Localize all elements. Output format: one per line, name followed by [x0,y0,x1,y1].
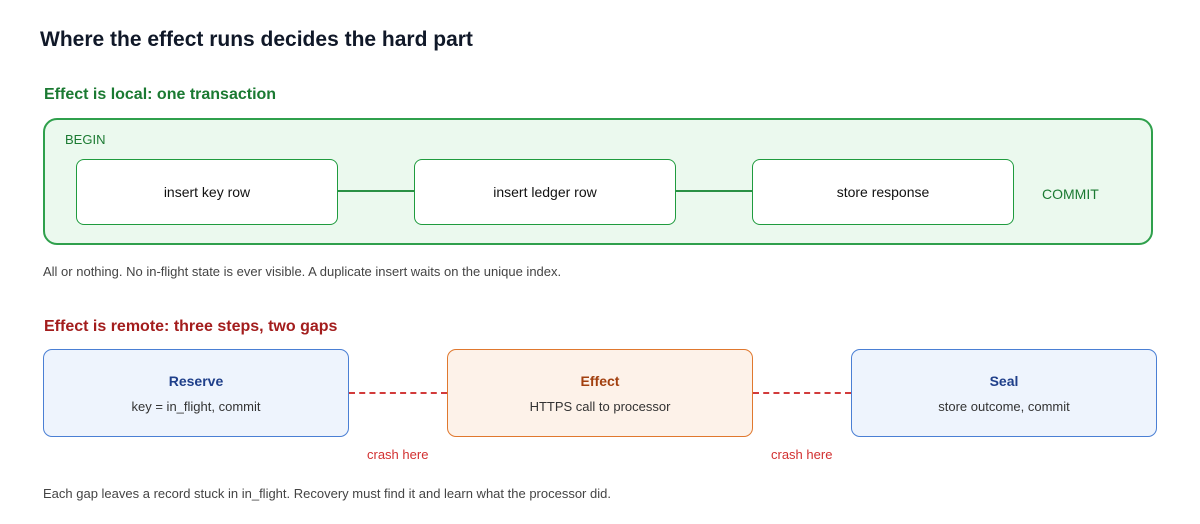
reserve-box: Reserve key = in_flight, commit [43,349,349,437]
seal-detail: store outcome, commit [938,398,1070,414]
seal-box: Seal store outcome, commit [851,349,1157,437]
page-title: Where the effect runs decides the hard p… [40,28,473,51]
remote-section-heading: Effect is remote: three steps, two gaps [44,318,338,335]
effect-title: Effect [580,372,620,389]
seal-title: Seal [989,372,1019,389]
remote-note: Each gap leaves a record stuck in in_fli… [43,486,611,501]
effect-detail: HTTPS call to processor [529,398,671,414]
connector-1 [338,190,414,192]
crash-label-2: crash here [771,447,833,462]
crash-label-1: crash here [367,447,429,462]
reserve-title: Reserve [168,372,224,389]
reserve-detail: key = in_flight, commit [131,398,261,414]
connector-2 [676,190,752,192]
begin-label: BEGIN [65,132,106,147]
effect-box: Effect HTTPS call to processor [447,349,753,437]
local-section-heading: Effect is local: one transaction [44,86,277,103]
step-insert-key-row: insert key row [76,159,338,225]
step-insert-ledger-row: insert ledger row [414,159,676,225]
gap-line-1 [349,392,447,394]
step-store-response: store response [752,159,1014,225]
commit-label: COMMIT [1042,186,1099,202]
local-note: All or nothing. No in-flight state is ev… [43,264,562,279]
gap-line-2 [753,392,851,394]
